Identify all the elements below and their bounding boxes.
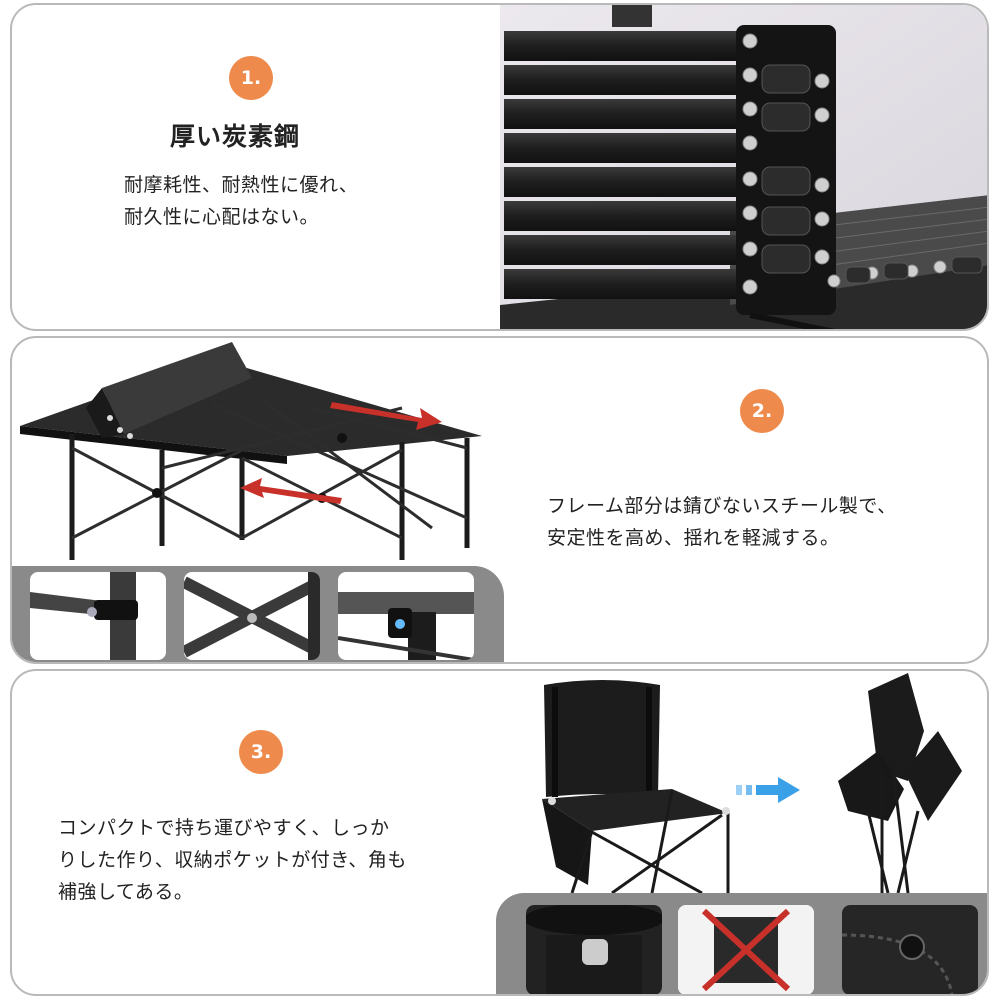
feature-text-3-line-2: りした作り、収納ポケットが付き、角も bbox=[58, 849, 407, 871]
table-frame-photo bbox=[20, 342, 482, 560]
rolled-tabletop-photo bbox=[500, 5, 987, 329]
fold-arrow-icon bbox=[736, 777, 800, 803]
chair-detail-strip bbox=[496, 893, 987, 994]
folded-chair-photo bbox=[838, 673, 962, 894]
frame-detail-strip bbox=[12, 566, 504, 662]
frame-detail-thumb-3 bbox=[338, 572, 474, 660]
open-chair-photo bbox=[542, 680, 730, 895]
feature-text-3-line-3: 補強してある。 bbox=[58, 881, 194, 903]
feature-panel-1: 1. 厚い炭素鋼 耐摩耗性、耐熱性に優れ、 耐久性に心配はない。 bbox=[10, 3, 989, 331]
feature-text-1-line-1: 耐摩耗性、耐熱性に優れ、 bbox=[124, 174, 359, 196]
frame-detail-thumb-2 bbox=[184, 572, 320, 660]
step-badge-2: 2. bbox=[740, 389, 784, 433]
chair-detail-thumb-pocket bbox=[526, 905, 662, 994]
step-badge-3: 3. bbox=[239, 730, 283, 774]
feature-text-3: コンパクトで持ち運びやすく、しっか りした作り、収納ポケットが付き、角も 補強し… bbox=[58, 812, 407, 908]
feature-text-1-line-2: 耐久性に心配はない。 bbox=[124, 206, 320, 228]
feature-text-3-line-1: コンパクトで持ち運びやすく、しっか bbox=[58, 817, 390, 839]
frame-detail-thumb-1 bbox=[30, 572, 166, 660]
chair-detail-thumb-corner bbox=[842, 905, 978, 994]
feature-panel-2: 2. フレーム部分は錆びないスチール製で、 安定性を高め、揺れを軽減する。 bbox=[10, 336, 989, 664]
feature-panel-3: 3. コンパクトで持ち運びやすく、しっか りした作り、収納ポケットが付き、角も … bbox=[10, 669, 989, 996]
feature-text-2: フレーム部分は錆びないスチール製で、 安定性を高め、揺れを軽減する。 bbox=[547, 490, 897, 554]
feature-text-2-line-2: 安定性を高め、揺れを軽減する。 bbox=[547, 527, 840, 549]
feature-text-2-line-1: フレーム部分は錆びないスチール製で、 bbox=[547, 495, 897, 517]
feature-text-1: 耐摩耗性、耐熱性に優れ、 耐久性に心配はない。 bbox=[124, 169, 358, 233]
feature-heading-1: 厚い炭素鋼 bbox=[170, 122, 301, 151]
chair-detail-thumb-seat bbox=[678, 905, 814, 994]
step-badge-1: 1. bbox=[229, 56, 273, 100]
